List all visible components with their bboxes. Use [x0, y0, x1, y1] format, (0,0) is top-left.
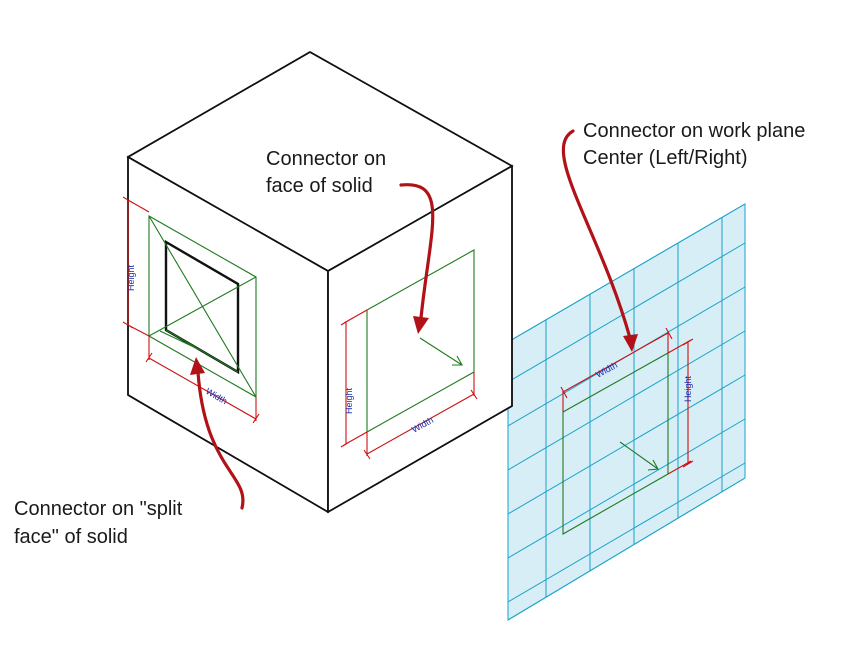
work-plane-grid — [507, 203, 746, 621]
callout-split-face: Connector on "split face" of solid — [14, 357, 245, 548]
work-plane-connector-arrow — [619, 441, 659, 471]
callout-face-of-solid-line2: face of solid — [266, 175, 373, 197]
callout-face-of-solid: Connector on face of solid — [266, 148, 435, 334]
split-face-height-dimension: Height — [122, 196, 150, 337]
face-connector-arrow — [419, 337, 463, 366]
split-face-diagonals — [148, 215, 257, 398]
work-plane-height-dimension: Height — [667, 338, 694, 475]
work-plane: Width Height — [507, 203, 746, 621]
callout-split-face-line1: Connector on "split — [14, 498, 183, 520]
callout-split-face-line2: face" of solid — [14, 526, 128, 548]
solid-cube — [126, 51, 514, 514]
face-height-label: Height — [344, 387, 354, 414]
callout-work-plane-line1: Connector on work plane — [583, 120, 805, 142]
work-plane-fill — [507, 203, 746, 621]
callout-work-plane: Connector on work plane Center (Left/Rig… — [561, 120, 805, 352]
split-face-connector-arrow — [159, 330, 201, 351]
split-face-height-label: Height — [126, 264, 136, 291]
callout-work-plane-arrow — [561, 129, 632, 340]
callout-face-of-solid-line1: Connector on — [266, 148, 386, 170]
callout-face-of-solid-arrow — [399, 183, 435, 320]
work-plane-height-label: Height — [683, 375, 693, 402]
face-height-dimension: Height — [340, 309, 368, 448]
callout-split-face-arrow — [196, 370, 245, 510]
callout-work-plane-line2: Center (Left/Right) — [583, 147, 748, 169]
